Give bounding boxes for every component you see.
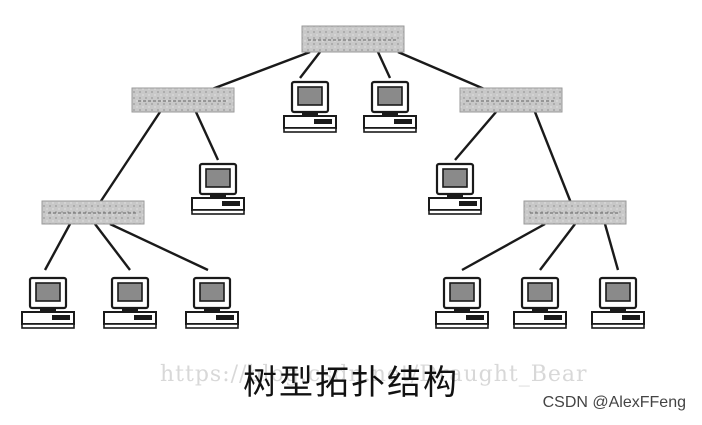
computer-icon bbox=[282, 80, 338, 134]
computer-icon bbox=[434, 276, 490, 330]
credit-text: CSDN @AlexFFeng bbox=[542, 394, 686, 411]
computer-icon bbox=[102, 276, 158, 330]
computer-icon bbox=[20, 276, 76, 330]
computer-icon bbox=[362, 80, 418, 134]
computer-icon bbox=[427, 162, 483, 216]
diagram-caption: 树型拓扑结构 bbox=[243, 363, 459, 403]
hub-right bbox=[459, 87, 563, 113]
connection-lines bbox=[43, 50, 620, 272]
hub-bottom-left bbox=[41, 200, 145, 225]
watermark-text: https://blog.csdn.net/Draught_Bear bbox=[160, 362, 588, 387]
hub-bottom-right bbox=[523, 200, 627, 225]
hub-left bbox=[131, 87, 235, 113]
hub-root bbox=[301, 25, 405, 53]
computer-icon bbox=[590, 276, 646, 330]
computer-icon bbox=[512, 276, 568, 330]
computer-icon bbox=[190, 162, 246, 216]
computer-icon bbox=[184, 276, 240, 330]
